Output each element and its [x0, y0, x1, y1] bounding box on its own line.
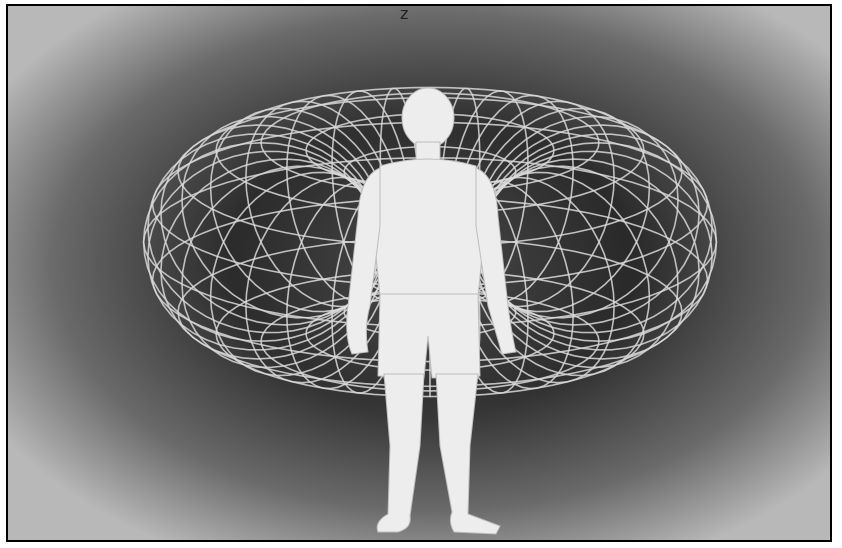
figure-neck: [416, 142, 440, 160]
image-frame: [6, 4, 832, 542]
figure-torso: [372, 159, 486, 296]
torus-illustration: [8, 6, 830, 540]
z-axis-label: z: [400, 4, 408, 23]
figure-head: [402, 88, 454, 148]
